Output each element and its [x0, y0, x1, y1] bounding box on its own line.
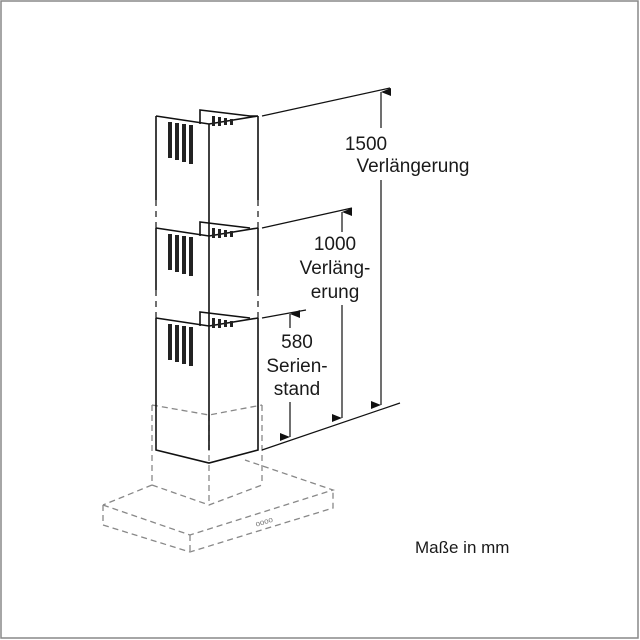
dimension-value: 1500	[345, 134, 387, 155]
dimension-label: Serien-	[266, 356, 327, 377]
dimension-label: stand	[274, 379, 320, 400]
dimension-580: 580 Serien- stand	[266, 332, 327, 400]
dimension-label: Verläng-	[300, 258, 371, 279]
dimension-value: 580	[281, 332, 313, 353]
hood-controls: oooo	[254, 515, 274, 529]
hood-outline	[102, 404, 336, 553]
dimension-value: 1000	[314, 234, 356, 255]
chimney-segments	[155, 109, 259, 464]
dimension-1000: 1000 Verläng- erung	[300, 234, 371, 303]
segment-breaks	[155, 200, 259, 318]
units-note: Maße in mm	[415, 538, 509, 557]
dimension-label: Verlängerung	[356, 156, 469, 177]
dimension-1500: 1500 Verlängerung	[345, 134, 470, 177]
dimension-label: erung	[311, 282, 360, 303]
dimension-lines	[261, 88, 401, 451]
vent-slots	[168, 116, 233, 366]
